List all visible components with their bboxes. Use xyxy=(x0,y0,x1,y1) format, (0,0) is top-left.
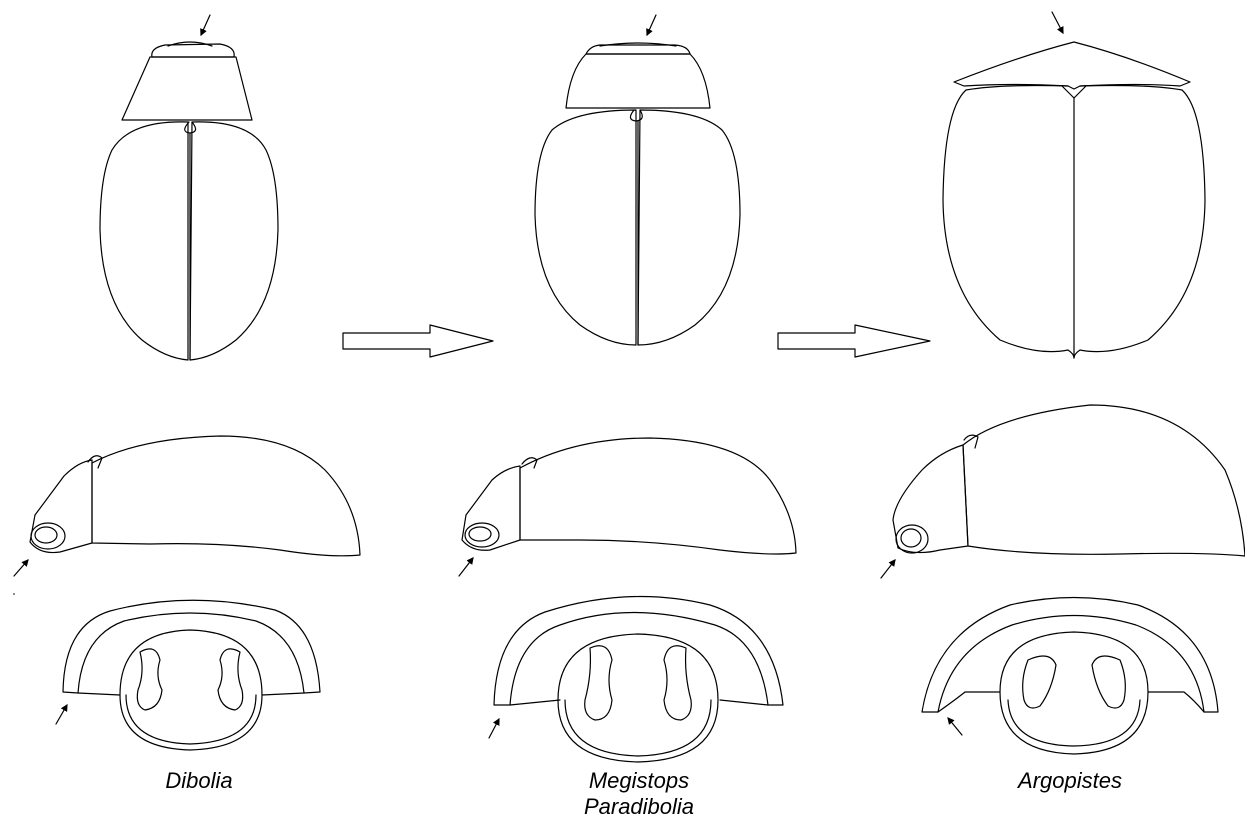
transition-arrow-2 xyxy=(778,325,930,357)
caption-megistops-paradibolia: Megistops Paradibolia xyxy=(509,768,769,820)
argopistes-frontal-view xyxy=(922,598,1218,755)
argopistes-lateral-view xyxy=(881,405,1245,578)
taxon-name: Dibolia xyxy=(69,768,329,794)
megistops-frontal-view xyxy=(489,596,783,762)
taxon-name: Argopistes xyxy=(940,768,1200,794)
dibolia-dorsal-view xyxy=(100,15,278,360)
transition-arrow-1 xyxy=(343,325,493,357)
taxon-name: Megistops xyxy=(509,768,769,794)
dibolia-frontal-arrow xyxy=(56,705,67,724)
dibolia-frontal-view xyxy=(56,600,320,750)
megistops-dorsal-arrow xyxy=(647,15,656,35)
caption-argopistes: Argopistes xyxy=(940,768,1200,794)
dibolia-dorsal-arrow xyxy=(201,15,210,35)
megistops-frontal-arrow xyxy=(489,719,499,738)
megistops-lateral-view xyxy=(459,438,796,576)
argopistes-lateral-arrow xyxy=(881,560,895,578)
taxon-name: Paradibolia xyxy=(509,794,769,820)
megistops-dorsal-view xyxy=(535,15,740,345)
dibolia-lateral-view xyxy=(14,436,360,576)
caption-dibolia: Dibolia xyxy=(69,768,329,794)
argopistes-dorsal-view xyxy=(943,12,1205,358)
argopistes-dorsal-arrow xyxy=(1052,12,1063,33)
dibolia-lateral-arrow xyxy=(14,560,28,576)
argopistes-frontal-arrow xyxy=(948,718,962,735)
megistops-lateral-arrow xyxy=(459,558,473,576)
